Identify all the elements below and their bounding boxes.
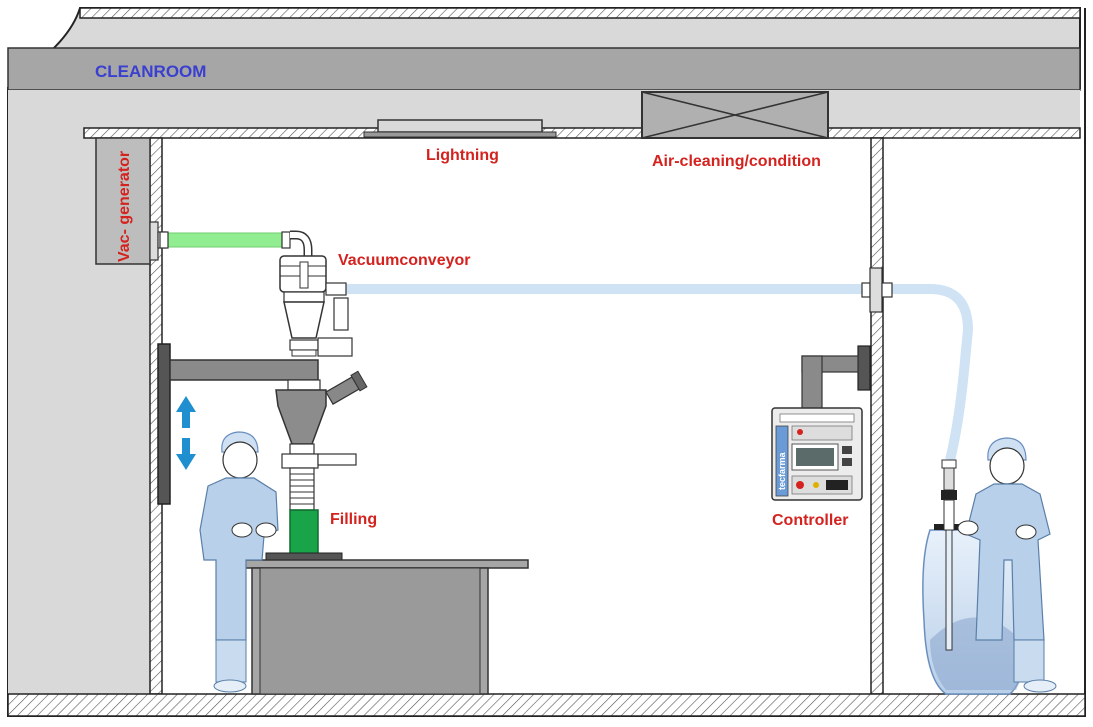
- lightning-label: Lightning: [426, 147, 499, 164]
- controller-brand: tecfarma: [777, 451, 787, 490]
- operator-right: [957, 437, 1057, 693]
- filling-label: Filling: [330, 511, 378, 528]
- vac-generator-label: Vac- generator: [116, 150, 133, 262]
- cleanroom-label: CLEANROOM: [95, 62, 207, 81]
- vacuum-line: [159, 230, 313, 258]
- controller-mount: [801, 345, 871, 411]
- building-structure: [7, 7, 1086, 717]
- filling-container: [265, 509, 343, 562]
- air-cleaning-label: Air-cleaning/condition: [652, 153, 821, 170]
- vacuum-conveyor: [279, 255, 353, 357]
- vacuumconveyor-label: Vacuumconveyor: [338, 252, 471, 269]
- controller-cabinet: tecfarma: [771, 407, 863, 501]
- operator-left: [199, 431, 279, 693]
- up-down-arrow-icon: [176, 396, 196, 470]
- filling-hopper: [275, 370, 368, 511]
- material-hose: [346, 267, 974, 462]
- air-handling-unit: [641, 91, 829, 139]
- work-table: [231, 559, 529, 695]
- controller-label: Controller: [772, 512, 849, 529]
- ceiling-light-fixture: [363, 119, 557, 138]
- lifting-arm: [157, 343, 321, 505]
